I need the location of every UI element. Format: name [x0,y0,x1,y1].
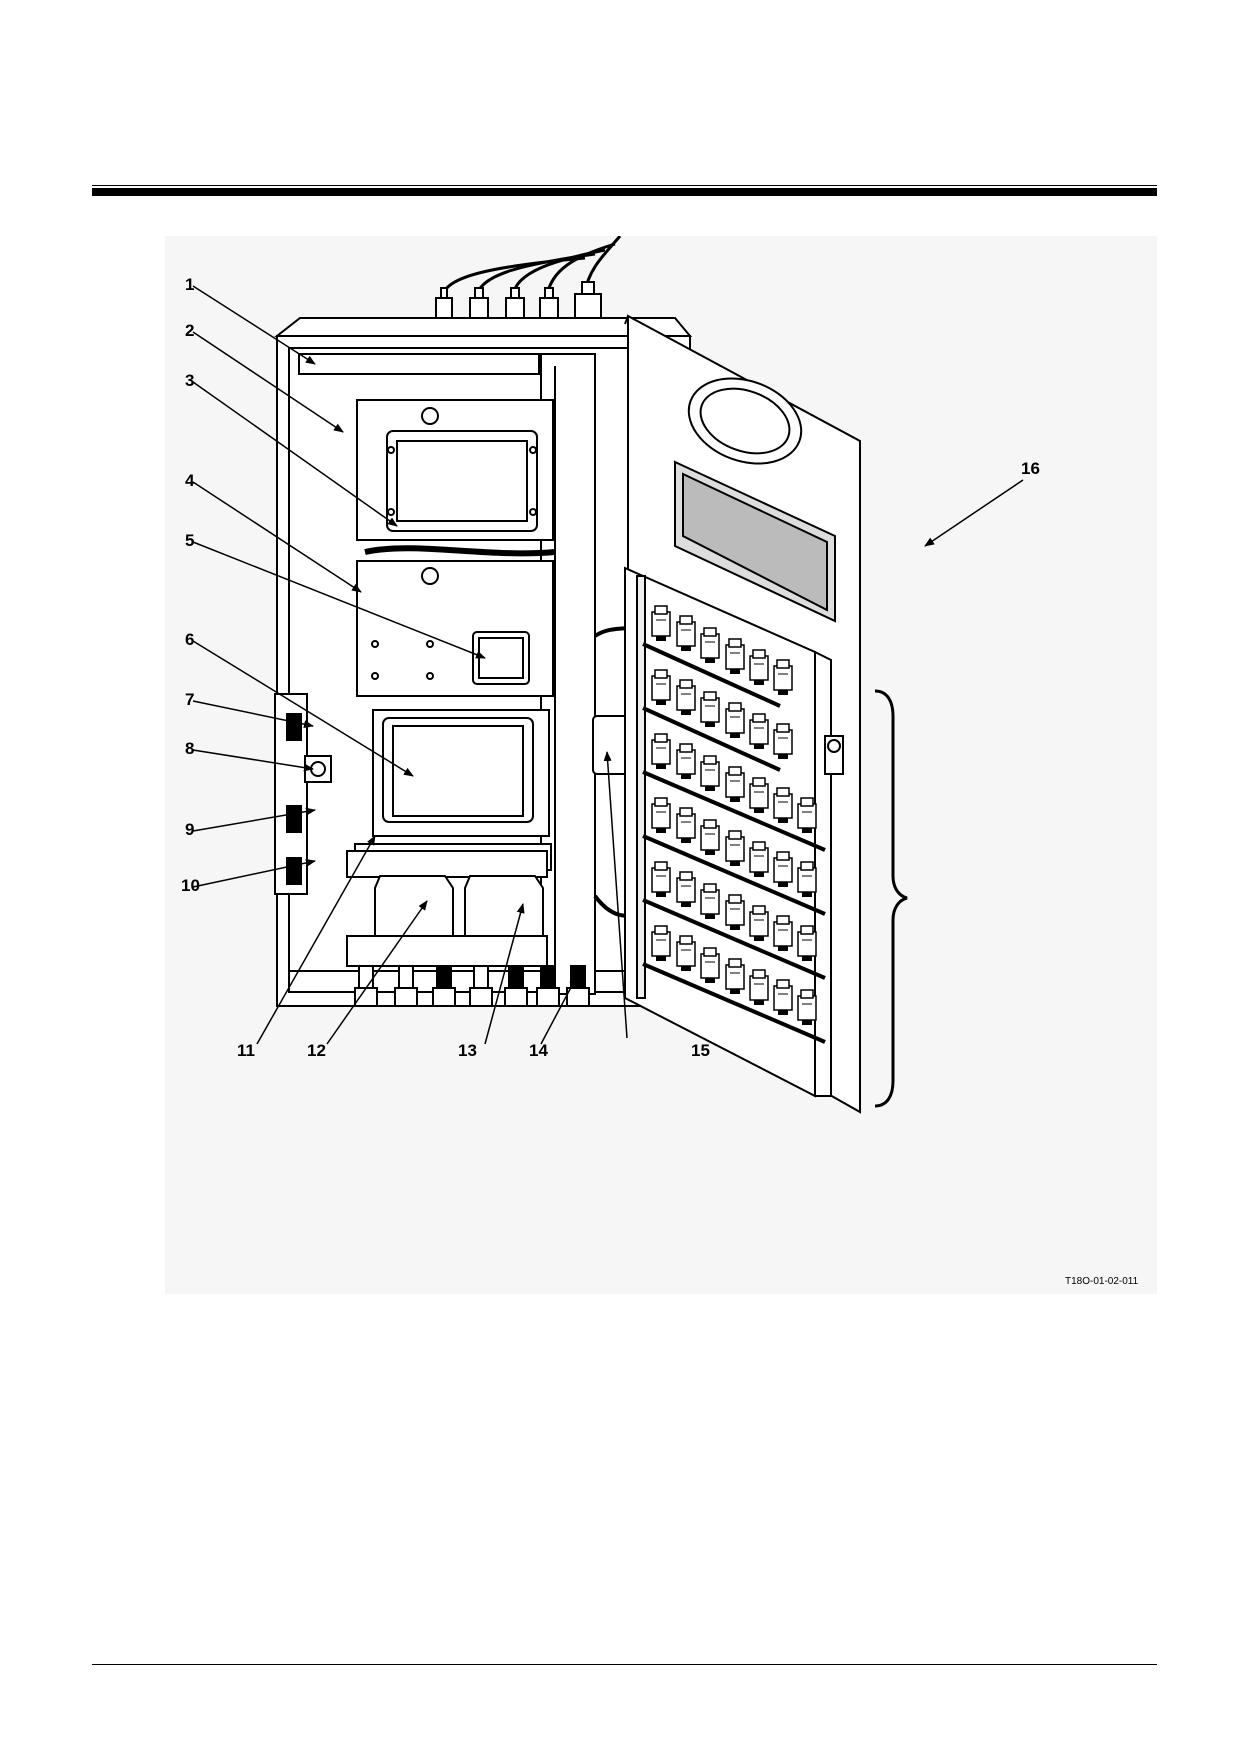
header-rule-thin [92,185,1157,186]
callout-8: 8 [185,739,194,758]
callout-16: 16 [1021,459,1040,478]
middle-mounting-plate [356,560,554,697]
electrical-box-diagram: 1 2 3 4 5 6 7 8 9 10 11 12 13 14 15 16 T… [165,236,1157,1294]
upper-mounting-plate [356,399,554,541]
callout-5: 5 [185,531,194,550]
side-switch-bracket [274,693,332,895]
callout-11: 11 [237,1041,255,1060]
callout-9: 9 [185,820,194,839]
header-rule [92,188,1157,196]
callout-3: 3 [185,371,194,390]
callout-1: 1 [185,275,194,294]
callout-15: 15 [691,1041,710,1060]
lower-component-bay [346,843,552,967]
callout-10: 10 [181,876,200,895]
callout-4: 4 [185,471,195,490]
leader-lines [192,285,1024,1045]
callout-14: 14 [529,1041,548,1060]
bottom-connectors [354,965,590,1007]
fuse-rows [642,642,826,1044]
callout-13: 13 [458,1041,477,1060]
callout-12: 12 [307,1041,326,1060]
callout-2: 2 [185,321,194,340]
callout-7: 7 [185,690,194,709]
upper-wire-bundle [364,545,556,557]
callout-6: 6 [185,630,194,649]
figure-reference-code: T18O-01-02-011 [1065,1276,1139,1287]
footer-rule [92,1664,1157,1665]
fuse-group-brace [874,689,908,1108]
lower-mounting-plate [372,709,550,837]
